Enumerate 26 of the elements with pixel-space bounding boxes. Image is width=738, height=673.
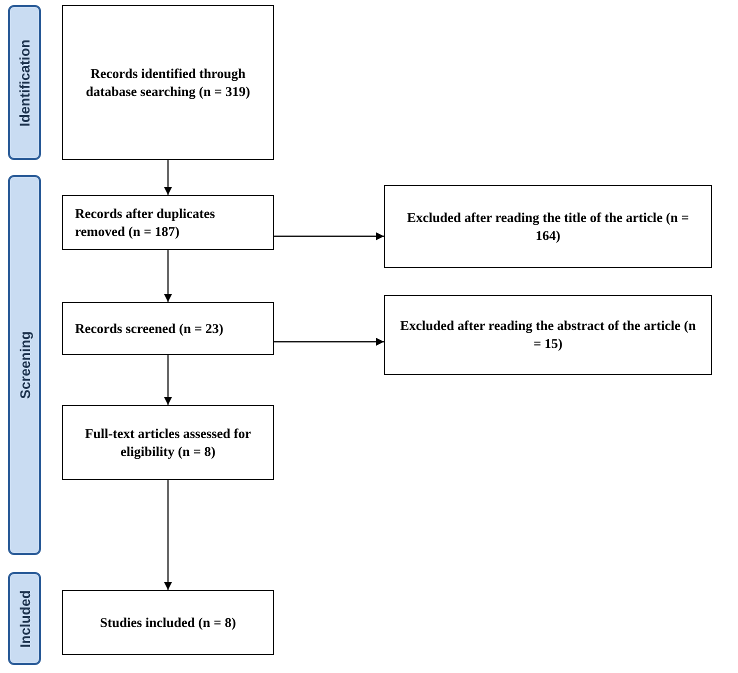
arrow <box>164 160 172 195</box>
stage-label: Screening <box>16 331 32 399</box>
arrow <box>274 232 384 240</box>
stage-band <box>8 5 41 160</box>
box-text: Studies included (n = 8) <box>100 614 236 632</box>
stage-band <box>8 175 41 555</box>
stage-band <box>8 572 41 665</box>
process-box <box>62 590 274 655</box>
box-text: Excluded after reading the abstract of the article (n = 15) <box>399 317 697 353</box>
arrow <box>164 480 172 590</box>
box-text: Records identified through database searching (n = 319) <box>84 64 252 100</box>
process-box <box>384 295 712 375</box>
arrow <box>164 250 172 302</box>
process-box <box>62 195 274 250</box>
box-text: Excluded after reading the title of the article (n = 164) <box>406 208 690 244</box>
box-text: Full-text articles assessed for eligibility (n = 8) <box>84 424 252 460</box>
box-text: Records after duplicates removed (n = 187) <box>75 204 216 240</box>
stage-label: Identification <box>16 38 32 126</box>
process-box <box>62 405 274 480</box>
box-text: Records screened (n = 23) <box>75 320 224 338</box>
arrow <box>274 338 384 346</box>
process-box <box>62 5 274 160</box>
arrow <box>164 355 172 405</box>
process-box <box>62 302 274 355</box>
stage-label: Included <box>16 590 32 648</box>
process-box <box>384 185 712 268</box>
